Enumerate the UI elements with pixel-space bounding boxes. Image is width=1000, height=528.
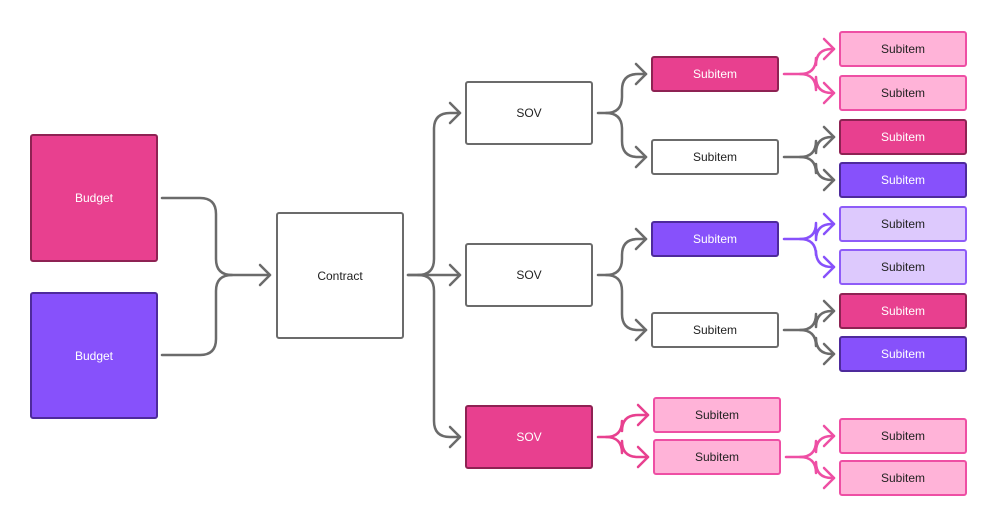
budget-label-1: Budget	[74, 191, 114, 205]
leaf-label-9: Subitem	[880, 429, 926, 443]
subitem-box-d[interactable]: Subitem	[651, 312, 779, 348]
sov-label-1: SOV	[516, 106, 542, 120]
budget-box-2[interactable]: Budget	[30, 292, 158, 419]
budget-label-2: Budget	[74, 348, 114, 363]
subitem-label-a: Subitem	[692, 67, 738, 81]
sov-3-connectors	[596, 403, 650, 469]
sov-box-1[interactable]: SOV	[465, 81, 593, 145]
leaf-box-7[interactable]: Subitem	[839, 293, 967, 329]
leaf-label-5: Subitem	[880, 217, 926, 231]
leaf-box-8[interactable]: Subitem	[839, 336, 967, 372]
leaf-label-4: Subitem	[880, 173, 926, 187]
leaf-label-8: Subitem	[880, 347, 926, 361]
subitem-label-b: Subitem	[692, 150, 738, 164]
sov-label-3: SOV	[516, 430, 542, 444]
contract-box[interactable]: Contract	[276, 212, 404, 339]
leaf-box-4[interactable]: Subitem	[839, 162, 967, 198]
leaf-label-6: Subitem	[880, 260, 926, 274]
leaf-box-6[interactable]: Subitem	[839, 249, 967, 285]
subitem-box-c[interactable]: Subitem	[651, 221, 779, 257]
leaf-label-7: Subitem	[880, 304, 926, 318]
contract-connectors	[406, 101, 462, 449]
sub-c-connectors	[782, 212, 836, 279]
sov-label-2: SOV	[516, 268, 542, 282]
subitem-label-d: Subitem	[692, 323, 738, 337]
leaf-box-9[interactable]: Subitem	[839, 418, 967, 454]
subitem-label-f: Subitem	[694, 450, 740, 464]
subitem-box-b[interactable]: Subitem	[651, 139, 779, 175]
sov-box-2[interactable]: SOV	[465, 243, 593, 307]
sub-a-connectors	[782, 37, 836, 105]
budget-connectors	[160, 196, 272, 357]
sov-box-3[interactable]: SOV	[465, 405, 593, 469]
contract-label: Contract	[317, 268, 363, 283]
sov-1-connectors	[596, 62, 648, 169]
leaf-label-10: Subitem	[880, 471, 926, 485]
leaf-box-1[interactable]: Subitem	[839, 31, 967, 67]
subitem-box-f[interactable]: Subitem	[653, 439, 781, 475]
subitem-box-a[interactable]: Subitem	[651, 56, 779, 92]
subitem-label-e: Subitem	[694, 408, 740, 422]
sov-2-connectors	[596, 227, 648, 342]
sub-b-connectors	[782, 125, 836, 192]
leaf-box-3[interactable]: Subitem	[839, 119, 967, 155]
sub-f-connectors	[784, 424, 836, 490]
subitem-box-e[interactable]: Subitem	[653, 397, 781, 433]
leaf-label-1: Subitem	[880, 42, 926, 56]
leaf-box-10[interactable]: Subitem	[839, 460, 967, 496]
leaf-label-2: Subitem	[880, 86, 926, 100]
leaf-box-2[interactable]: Subitem	[839, 75, 967, 111]
leaf-box-5[interactable]: Subitem	[839, 206, 967, 242]
leaf-label-3: Subitem	[880, 130, 926, 144]
budget-box-1[interactable]: Budget	[30, 134, 158, 262]
sub-d-connectors	[782, 299, 836, 366]
subitem-label-c: Subitem	[692, 232, 738, 246]
